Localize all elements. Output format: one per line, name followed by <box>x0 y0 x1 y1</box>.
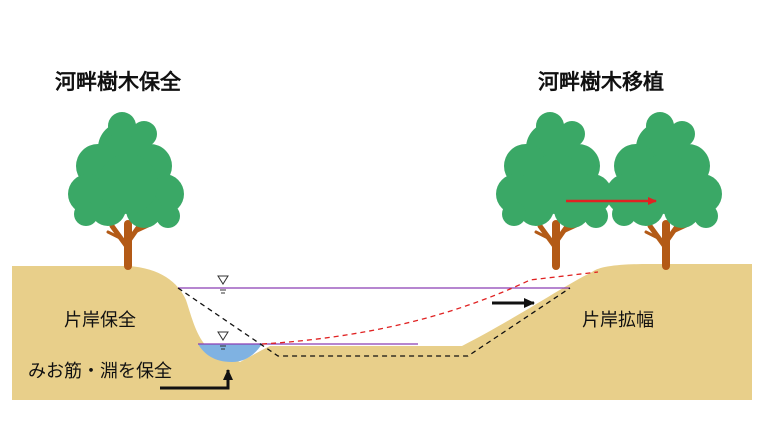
water-pool <box>198 344 262 362</box>
planned-bank-profile <box>261 271 599 345</box>
tree-right-1 <box>496 112 612 266</box>
water-level-symbol-lower <box>217 331 229 350</box>
tree-right-2 <box>606 112 722 266</box>
right-title: 河畔樹木移植 <box>538 70 664 94</box>
original-channel-profile <box>177 287 571 357</box>
water-level-symbol-upper <box>217 275 229 294</box>
riverbank-ground <box>12 264 752 400</box>
channel-label: みお筋・淵を保全 <box>28 361 172 382</box>
right-bank-label: 片岸拡幅 <box>582 310 654 331</box>
left-title: 河畔樹木保全 <box>55 70 181 94</box>
tree-left <box>68 112 184 266</box>
left-bank-label: 片岸保全 <box>64 310 136 331</box>
channel-preservation-arrow <box>160 369 233 390</box>
